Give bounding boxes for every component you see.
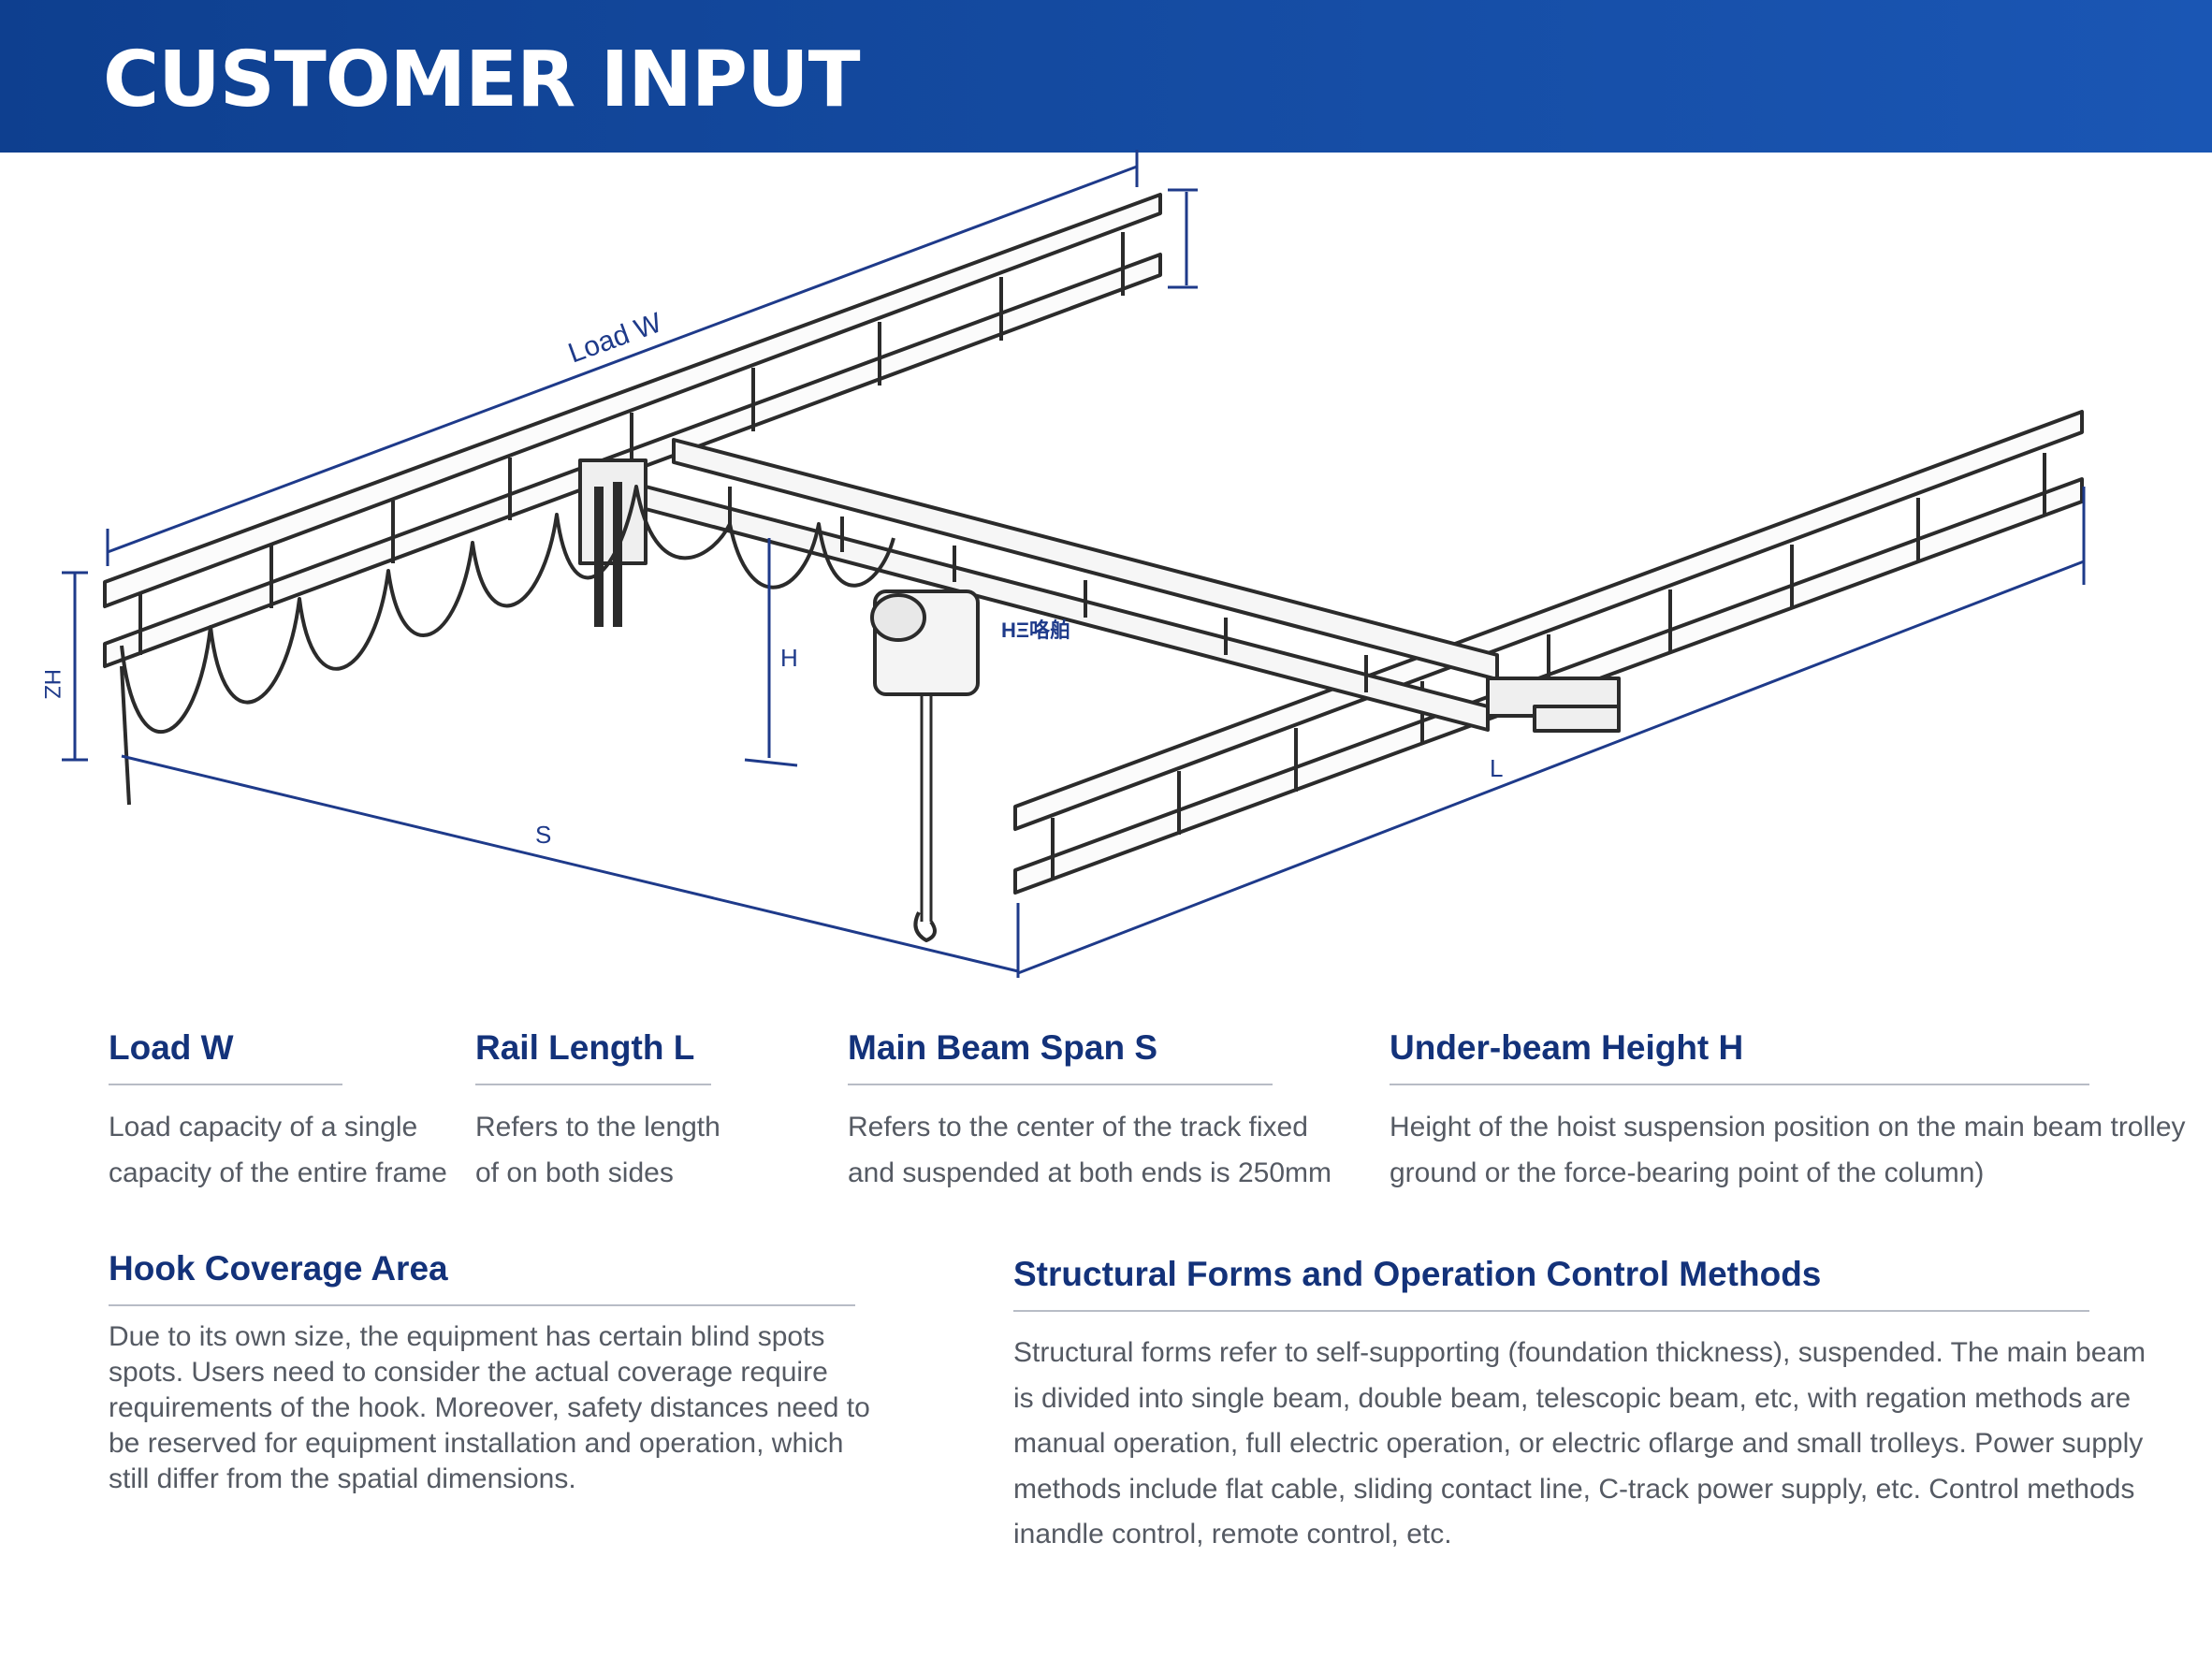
divider [1390, 1084, 2089, 1085]
spec-rail-length: Rail Length L Refers to the length of on… [475, 1027, 720, 1196]
header-banner: CUSTOMER INPUT [0, 0, 2212, 153]
divider [848, 1084, 1273, 1085]
diagram-label-hoist-tag: HΞ咯舶 [1001, 618, 1070, 642]
spec-under-beam-height-desc: Height of the hoist suspension position … [1390, 1112, 2186, 1188]
span-dimension-line [121, 754, 1019, 973]
hook-coverage-desc: Due to its own size, the equipment has c… [109, 1321, 870, 1494]
diagram-label-load: Load W [564, 307, 666, 370]
structural-desc: Structural forms refer to self-supportin… [1013, 1337, 2147, 1550]
diagram-label-left-dim: HZ [39, 669, 65, 699]
spec-under-beam-height: Under-beam Height H Height of the hoist … [1390, 1027, 2186, 1196]
spec-main-beam-span: Main Beam Span S Refers to the center of… [848, 1027, 1332, 1196]
divider [109, 1304, 855, 1306]
diagram-label-height: H [780, 644, 798, 672]
divider [1013, 1310, 2089, 1312]
spec-rail-length-desc: Refers to the length of on both sides [475, 1112, 720, 1188]
crane-diagram: Load W H S L HZ HΞ咯舶 [39, 150, 2086, 978]
page-title: CUSTOMER INPUT [103, 36, 861, 124]
spec-load: Load W Load capacity of a single capacit… [109, 1027, 447, 1196]
spec-main-beam-span-title: Main Beam Span S [848, 1028, 1158, 1067]
spec-rail-length-title: Rail Length L [475, 1028, 695, 1067]
spec-main-beam-span-desc: Refers to the center of the track fixed … [848, 1112, 1332, 1188]
diagram-label-span: S [535, 821, 551, 849]
festoon-cable [120, 485, 895, 734]
divider [109, 1084, 342, 1085]
spec-load-desc: Load capacity of a single capacity of th… [109, 1112, 447, 1188]
load-dimension-line [107, 165, 1138, 554]
length-dimension-line [1017, 560, 2085, 975]
main-bridge-beam [578, 438, 1621, 733]
spec-under-beam-height-title: Under-beam Height H [1390, 1028, 1744, 1067]
runway-rail-right [1013, 410, 2084, 895]
hook-coverage-title: Hook Coverage Area [109, 1249, 448, 1288]
spec-load-title: Load W [109, 1028, 234, 1067]
structural-title: Structural Forms and Operation Control M… [1013, 1255, 1822, 1293]
structural-section: Structural Forms and Operation Control M… [1013, 1254, 2147, 1558]
diagram-label-length: L [1490, 754, 1503, 782]
electric-hoist [870, 589, 980, 942]
hook-coverage-section: Hook Coverage Area Due to its own size, … [109, 1248, 870, 1497]
divider [475, 1084, 711, 1085]
